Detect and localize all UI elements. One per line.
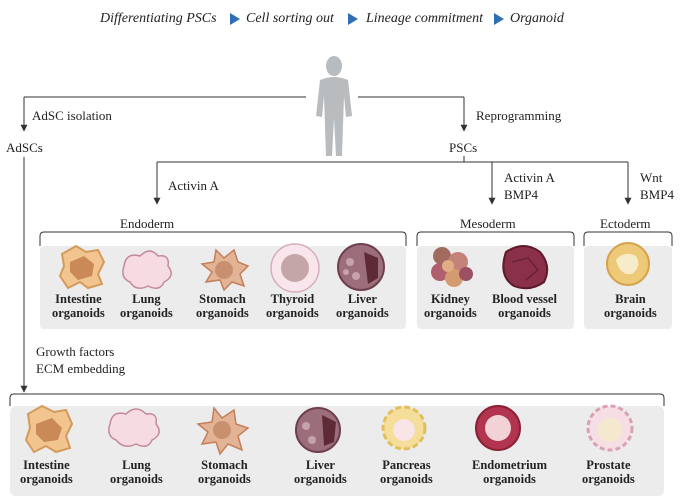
wnt-label: Wnt <box>640 170 663 185</box>
reprogramming-label: Reprogramming <box>476 108 562 123</box>
header-arrow-3 <box>494 13 504 25</box>
stomach-organoid-icon <box>200 248 250 292</box>
ectoderm-label: Ectoderm <box>600 216 651 231</box>
pscs-label: PSCs <box>449 140 478 155</box>
lung-organoid-icon <box>108 408 160 447</box>
header-arrow-2 <box>348 13 358 25</box>
endoderm-label: Endoderm <box>120 216 175 231</box>
header-step-1: Differentiating PSCs <box>100 11 217 26</box>
liver-organoid-icon <box>295 407 341 453</box>
prostate-organoid-icon <box>586 404 634 452</box>
lung-organoid-icon <box>122 250 172 289</box>
ectoderm-bracket <box>583 231 673 246</box>
adsc-bracket <box>9 393 665 406</box>
pancreas-organoid-icon <box>381 405 427 451</box>
header-arrow-1 <box>230 13 240 25</box>
growth-factors-label: Growth factors <box>36 344 115 359</box>
kidney-organoid-icon <box>431 247 473 287</box>
bmp4-ectoderm-label: BMP4 <box>640 187 674 202</box>
header-step-3: Lineage commitment <box>366 11 484 26</box>
thyroid-organoid-icon <box>270 243 320 293</box>
mesoderm-bracket <box>416 231 575 246</box>
intestine-organoid-icon <box>58 244 106 290</box>
endoderm-bracket <box>39 231 407 246</box>
blood-vessel-organoid-icon <box>502 245 549 290</box>
header-step-4: Organoid <box>510 11 564 26</box>
intestine-organoid-icon <box>24 404 74 454</box>
mesoderm-label: Mesoderm <box>460 216 516 231</box>
adscs-label: AdSCs <box>6 140 43 155</box>
ectoderm-panel <box>584 246 672 329</box>
activin-a-endoderm-label: Activin A <box>168 178 219 193</box>
header-step-2: Cell sorting out <box>246 11 334 26</box>
liver-organoid-icon <box>337 243 385 291</box>
brain-organoid-icon <box>606 242 650 286</box>
adsc-isolation-label: AdSC isolation <box>32 108 112 123</box>
stomach-organoid-icon <box>196 406 250 456</box>
ecm-embedding-label: ECM embedding <box>36 361 126 376</box>
endometrium-organoid-icon <box>475 405 521 451</box>
bmp4-mesoderm-label: BMP4 <box>504 187 538 202</box>
human-figure-icon <box>316 56 352 156</box>
activin-a-mesoderm-label: Activin A <box>504 170 555 185</box>
